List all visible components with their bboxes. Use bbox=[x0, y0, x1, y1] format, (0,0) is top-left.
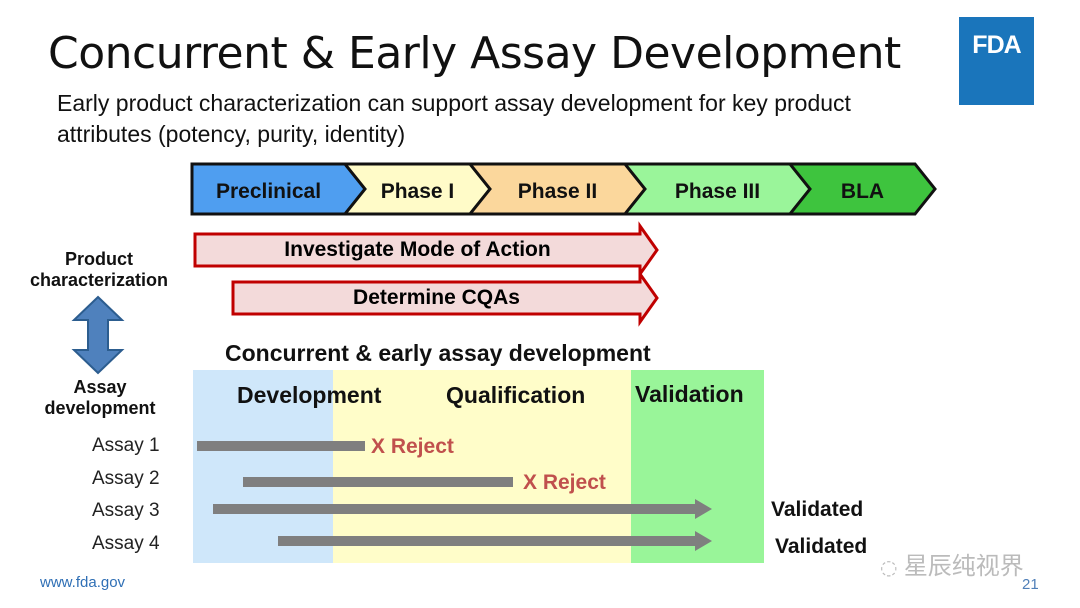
phase-label: Phase III bbox=[675, 180, 760, 203]
assay-4-outcome: Validated bbox=[775, 535, 868, 558]
slide-title: Concurrent & Early Assay Development bbox=[48, 28, 901, 79]
validation-zone bbox=[631, 370, 764, 563]
cqa-arrow bbox=[231, 269, 659, 327]
assay-development-label: Assay development bbox=[44, 377, 156, 418]
page-number: 21 bbox=[1022, 576, 1039, 593]
assay-3-bar bbox=[213, 499, 712, 519]
development-zone bbox=[193, 370, 333, 563]
product-characterization-label: Product characterization bbox=[29, 249, 169, 290]
assay-3-outcome: Validated bbox=[771, 498, 864, 521]
double-arrow-icon bbox=[71, 295, 125, 375]
fda-logo: FDA bbox=[959, 17, 1034, 105]
phase-label: Phase II bbox=[518, 180, 597, 203]
mode-of-action-label: Investigate Mode of Action bbox=[284, 238, 551, 261]
assay-1-outcome: X Reject bbox=[371, 435, 454, 458]
assay-1-bar bbox=[197, 441, 365, 451]
assay-4-bar bbox=[278, 531, 712, 551]
wechat-icon: ◌ bbox=[880, 555, 904, 579]
slide-subtitle: Early product characterization can suppo… bbox=[57, 90, 851, 147]
section-title: Concurrent & early assay development bbox=[225, 340, 651, 366]
stage-development: Development bbox=[237, 382, 382, 408]
phase-label: BLA bbox=[841, 180, 884, 203]
assay-2-bar bbox=[243, 477, 513, 487]
phase-bar: Preclinical Phase I Phase II Phase III BLA bbox=[190, 162, 937, 216]
assay-1-label: Assay 1 bbox=[92, 435, 160, 456]
stage-validation: Validation bbox=[635, 381, 744, 407]
assay-4-label: Assay 4 bbox=[92, 533, 160, 554]
assay-3-label: Assay 3 bbox=[92, 500, 160, 521]
phase-label: Preclinical bbox=[216, 180, 321, 203]
mode-of-action-arrow bbox=[193, 221, 659, 279]
qualification-zone bbox=[333, 370, 631, 563]
assay-2-label: Assay 2 bbox=[92, 468, 160, 489]
cqa-label: Determine CQAs bbox=[353, 286, 520, 309]
stage-qualification: Qualification bbox=[446, 382, 586, 408]
watermark-text: 星辰纯视界 bbox=[903, 552, 1024, 580]
assay-2-outcome: X Reject bbox=[523, 471, 606, 494]
phase-chevron-4 bbox=[786, 162, 937, 216]
phase-label: Phase I bbox=[381, 180, 455, 203]
footer-url[interactable]: www.fda.gov bbox=[40, 574, 126, 591]
watermark: ◌ 星辰纯视界 bbox=[880, 546, 1024, 581]
